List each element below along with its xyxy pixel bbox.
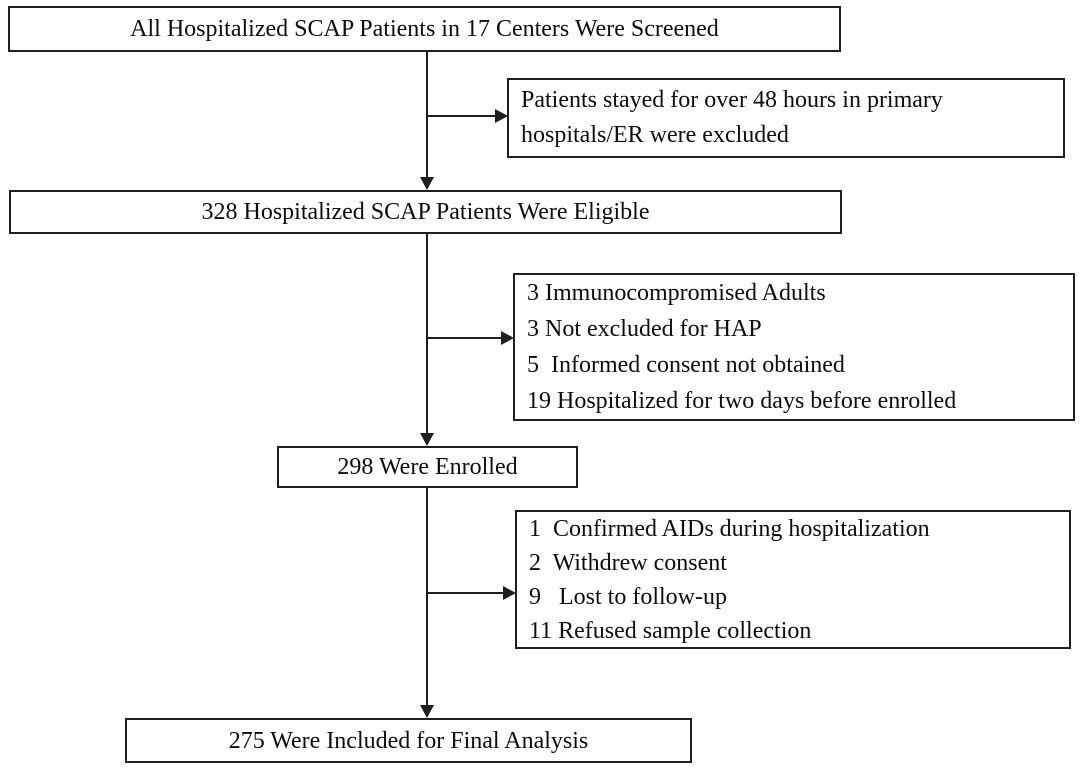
excluded-48h-box: Patients stayed for over 48 hours in pri…: [507, 78, 1065, 158]
screened-label: All Hospitalized SCAP Patients in 17 Cen…: [130, 16, 719, 42]
arrow-eligible-to-enrolled: [420, 234, 434, 446]
pre-enrollment-exclusion-line: 3 Not excluded for HAP: [527, 316, 762, 342]
post-enrollment-exclusion-line: 9 Lost to follow-up: [529, 583, 727, 610]
excluded-48h-line: Patients stayed for over 48 hours in pri…: [521, 87, 943, 113]
eligible-box: 328 Hospitalized SCAP Patients Were Elig…: [9, 190, 842, 234]
post-enrollment-exclusion-line: 1 Confirmed AIDs during hospitalization: [529, 515, 930, 542]
arrow-to-post-enrollment-exclusions: [427, 586, 516, 600]
screened-box: All Hospitalized SCAP Patients in 17 Cen…: [8, 6, 841, 52]
enrolled-label: 298 Were Enrolled: [337, 454, 518, 480]
enrolled-box: 298 Were Enrolled: [277, 446, 578, 488]
post-enrollment-exclusion-line: 2 Withdrew consent: [529, 549, 727, 576]
arrow-to-excluded-48h: [427, 109, 508, 123]
post-enrollment-exclusions-box: 1 Confirmed AIDs during hospitalization …: [515, 510, 1071, 649]
pre-enrollment-exclusion-line: 3 Immunocompromised Adults: [527, 280, 826, 306]
excluded-48h-line: hospitals/ER were excluded: [521, 122, 789, 148]
pre-enrollment-exclusions-box: 3 Immunocompromised Adults 3 Not exclude…: [513, 273, 1075, 421]
eligible-label: 328 Hospitalized SCAP Patients Were Elig…: [201, 199, 650, 225]
arrow-screened-to-eligible: [420, 52, 434, 190]
pre-enrollment-exclusion-line: 19 Hospitalized for two days before enro…: [527, 388, 957, 414]
final-analysis-box: 275 Were Included for Final Analysis: [125, 718, 692, 763]
final-analysis-label: 275 Were Included for Final Analysis: [228, 727, 589, 754]
post-enrollment-exclusion-line: 11 Refused sample collection: [529, 617, 812, 644]
pre-enrollment-exclusion-line: 5 Informed consent not obtained: [527, 352, 845, 378]
arrow-to-pre-enrollment-exclusions: [427, 331, 514, 345]
arrow-enrolled-to-final-analysis: [420, 488, 434, 718]
